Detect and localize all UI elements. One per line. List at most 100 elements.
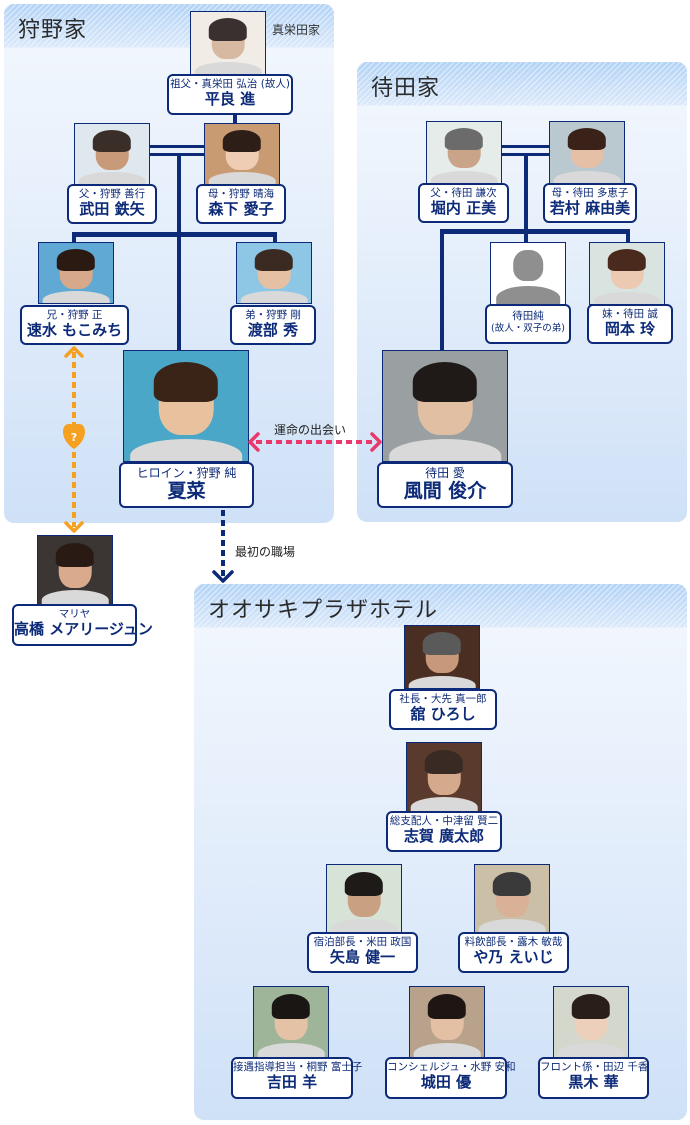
actor-name: 堀内 正美 xyxy=(430,199,497,218)
machida-mother-photo xyxy=(549,121,625,184)
photo-body xyxy=(413,1043,481,1057)
hotel-staff-photo xyxy=(253,986,329,1058)
photo-body xyxy=(41,590,109,604)
character-role: 待田純 xyxy=(512,310,544,322)
father-card: 父・狩野 善行 武田 鉄矢 xyxy=(67,184,157,224)
hotel-staff-card: 総支配人・中津留 賢二志賀 廣太郎 xyxy=(386,811,502,852)
connector-line xyxy=(626,229,630,243)
photo-hair xyxy=(222,130,262,152)
machida-mother-card: 母・待田 多恵子 若村 麻由美 xyxy=(543,183,637,223)
character-role: 総支配人・中津留 賢二 xyxy=(389,815,499,827)
character-role: マリヤ xyxy=(58,608,91,620)
actor-name: 速水 もこみち xyxy=(26,321,123,340)
mariya-photo xyxy=(37,535,113,605)
photo-body xyxy=(410,797,478,811)
heroine-photo xyxy=(123,350,249,462)
character-role: コンシェルジュ・水野 安和 xyxy=(387,1061,516,1073)
character-role: 母・待田 多恵子 xyxy=(551,187,629,199)
maeda-family-label: 真栄田家 xyxy=(272,23,321,37)
hotel-staff-card: 接遇指導担当・桐野 富士子吉田 羊 xyxy=(231,1057,363,1099)
actor-name: 高橋 メアリージュン xyxy=(14,620,153,639)
hotel-staff-photo xyxy=(474,864,550,934)
grandfather-photo xyxy=(190,11,266,75)
actor-name: 若村 麻由美 xyxy=(549,199,631,218)
character-role: 宿泊部長・米田 政国 xyxy=(313,936,412,948)
marriage-line xyxy=(501,145,551,148)
photo-hair xyxy=(56,249,96,271)
character-note: (故人・双子の弟) xyxy=(491,323,565,335)
hotel-staff-photo xyxy=(409,986,485,1058)
character-role: 妹・待田 誠 xyxy=(602,308,658,320)
photo-hair xyxy=(271,994,311,1020)
actor-name: や乃 えいじ xyxy=(473,948,554,967)
photo-hair xyxy=(444,128,484,151)
photo-body xyxy=(78,172,146,184)
connector-line xyxy=(524,229,528,243)
actor-name: 渡部 秀 xyxy=(247,321,299,340)
character-role: ヒロイン・狩野 純 xyxy=(136,466,237,480)
photo-body xyxy=(208,172,276,184)
elder-brother-card: 兄・狩野 正 速水 もこみち xyxy=(20,305,129,345)
character-role: 兄・狩野 正 xyxy=(46,309,103,321)
hotel-staff-card: フロント係・田辺 千香黒木 華 xyxy=(538,1057,649,1099)
panel-header xyxy=(4,4,334,48)
photo-hair xyxy=(422,632,462,655)
first-workplace-label: 最初の職場 xyxy=(235,545,296,559)
hotel-staff-photo xyxy=(553,986,629,1058)
actor-name: 風間 俊介 xyxy=(403,479,487,502)
sibling-line xyxy=(440,229,630,234)
photo-body xyxy=(593,291,661,304)
actor-name: 岡本 玲 xyxy=(604,320,656,339)
connector-line xyxy=(233,114,237,128)
photo-hair xyxy=(55,542,95,568)
twin-brother-card: 待田純 (故人・双子の弟) xyxy=(485,304,571,344)
photo-body xyxy=(330,919,398,933)
photo-hair xyxy=(492,871,532,897)
character-role: 父・狩野 善行 xyxy=(78,188,146,200)
mother-card: 母・狩野 晴海 森下 愛子 xyxy=(196,184,286,224)
photo-hair xyxy=(208,18,248,41)
father-photo xyxy=(74,123,150,185)
actor-name: 吉田 羊 xyxy=(266,1073,318,1092)
photo-hair xyxy=(427,994,467,1020)
photo-body xyxy=(557,1043,625,1057)
hotel-staff-card: 宿泊部長・米田 政国矢島 健一 xyxy=(307,932,418,973)
grandfather-card: 祖父・真栄田 弘治 (故人) 平良 進 xyxy=(167,74,293,115)
sister-photo xyxy=(589,242,665,305)
heroine-card: ヒロイン・狩野 純 夏菜 xyxy=(119,462,254,508)
photo-body xyxy=(130,439,242,461)
photo-body xyxy=(553,170,621,183)
photo-face xyxy=(513,250,543,281)
panel-title: 待田家 xyxy=(371,76,441,101)
hotel-staff-card: コンシェルジュ・水野 安和城田 優 xyxy=(385,1057,516,1099)
sibling-line xyxy=(72,232,277,237)
photo-hair xyxy=(153,362,219,402)
hotel-staff-card: 社長・大先 真一郎舘 ひろし xyxy=(389,689,497,730)
actor-name: 黒木 華 xyxy=(568,1073,619,1092)
photo-hair xyxy=(412,362,478,402)
panel-header xyxy=(357,62,687,106)
photo-body xyxy=(257,1043,325,1057)
mother-photo xyxy=(204,123,280,185)
mariya-card: マリヤ 高橋 メアリージュン xyxy=(12,604,153,646)
photo-hair xyxy=(571,994,611,1020)
machida-father-card: 父・待田 謙次 堀内 正美 xyxy=(418,183,509,223)
panel-title: 狩野家 xyxy=(18,18,88,43)
photo-hair xyxy=(424,749,464,775)
twin-brother-silhouette-photo xyxy=(490,242,566,305)
panel-title: オオサキプラザホテル xyxy=(208,598,439,623)
photo-body xyxy=(478,919,546,933)
sister-card: 妹・待田 誠 岡本 玲 xyxy=(587,304,673,344)
character-role: 接遇指導担当・桐野 富士子 xyxy=(233,1061,363,1073)
connector-line xyxy=(440,229,444,351)
connector-line xyxy=(524,153,528,233)
photo-hair xyxy=(254,249,294,271)
panel-header xyxy=(194,584,687,628)
photo-body xyxy=(496,285,560,304)
actor-name: 森下 愛子 xyxy=(208,200,274,219)
arrowhead-down-icon xyxy=(212,570,234,583)
elder-brother-photo xyxy=(38,242,114,304)
actor-name: 平良 進 xyxy=(204,90,256,109)
photo-body xyxy=(194,61,262,74)
younger-brother-photo xyxy=(236,242,312,304)
